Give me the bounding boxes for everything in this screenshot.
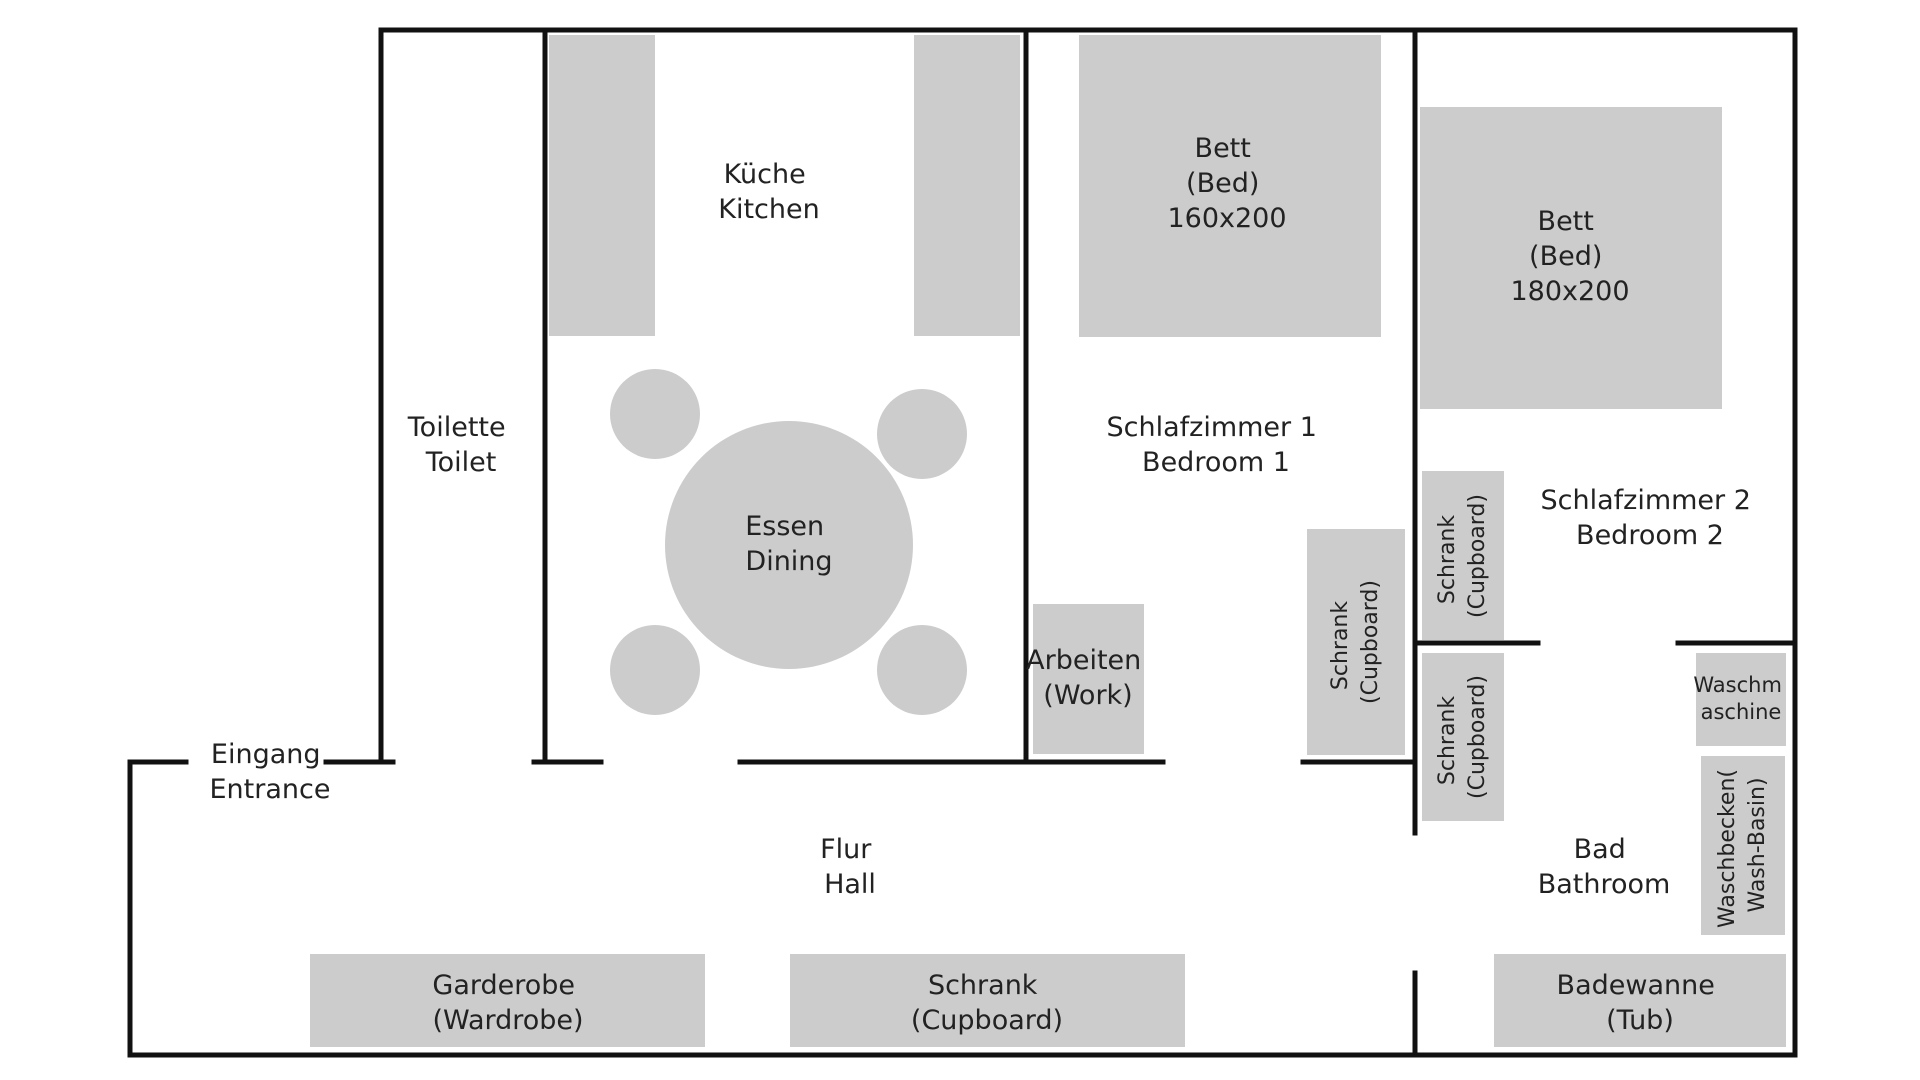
cupboard-bedroom2-label: Schrank (Cupboard) [1435, 494, 1490, 618]
bathtub-label: Badewanne (Tub) [1557, 970, 1724, 1036]
cupboard-bedroom1 [1307, 529, 1405, 755]
bed-bedroom1 [1079, 35, 1381, 337]
cupboard-bedroom2 [1422, 471, 1504, 640]
bed-bedroom2 [1420, 107, 1722, 409]
bed-label-de: Bett [1538, 206, 1594, 237]
room-label-bathroom: Bad Bathroom [1538, 834, 1671, 900]
kitchen-counter-left [549, 35, 655, 336]
room-label-entrance: Eingang Entrance [210, 739, 331, 805]
room-name-en: Kitchen [718, 194, 819, 225]
work-desk [1033, 604, 1144, 754]
bathtub [1494, 954, 1786, 1047]
wash-basin-label: Waschbecken( Wash-Basin) [1715, 762, 1770, 928]
outer-wall [127, 27, 1798, 1058]
room-name-en: Hall [824, 869, 876, 900]
labels-layer: Küche Kitchen Toilette Toilet Essen Dini… [210, 133, 1788, 1036]
dining-chair [610, 369, 700, 459]
cupboard-bedroom1-label: Schrank (Cupboard) [1328, 580, 1383, 704]
work-label-en: (Work) [1043, 680, 1132, 711]
furniture-layer [310, 35, 1786, 1047]
room-name-en: Bedroom 2 [1576, 520, 1724, 551]
dining-chair [877, 389, 967, 479]
room-label-kitchen: Küche Kitchen [718, 159, 819, 225]
cupboard-label-en: (Cupboard) [1358, 580, 1383, 704]
cupboard-label-en: (Cupboard) [1465, 494, 1490, 618]
hall-cupboard [790, 954, 1185, 1047]
washing-machine [1696, 653, 1786, 746]
work-label-de: Arbeiten [1026, 645, 1141, 676]
kitchen-counter-right [914, 35, 1020, 336]
room-name-de: Bad [1574, 834, 1626, 865]
cupboard-label-de: Schrank [1328, 601, 1353, 690]
washing-machine-line1: Waschm [1693, 673, 1782, 697]
room-name-de: Eingang [211, 739, 321, 770]
hall-cupboard-label: Schrank (Cupboard) [911, 970, 1063, 1036]
bed-label-de: Bett [1195, 133, 1251, 164]
room-label-toilet: Toilette Toilet [407, 412, 514, 478]
room-name-en: Dining [745, 546, 832, 577]
cupboard-bathroom-label: Schrank (Cupboard) [1435, 675, 1490, 799]
room-name-de: Küche [724, 159, 806, 190]
room-label-bedroom1: Schlafzimmer 1 Bedroom 1 [1107, 412, 1326, 478]
dining-chair [877, 625, 967, 715]
cupboard-label-en: (Cupboard) [1465, 675, 1490, 799]
room-label-dining: Essen Dining [745, 511, 833, 577]
room-name-en: Toilet [425, 447, 497, 478]
dining-chair [610, 625, 700, 715]
work-desk-label: Arbeiten (Work) [1026, 645, 1150, 711]
room-name-en: Bathroom [1538, 869, 1671, 900]
bed-size: 160x200 [1167, 203, 1286, 234]
bed2-label: Bett (Bed) 180x200 [1510, 206, 1629, 307]
room-name-de: Schlafzimmer 1 [1107, 412, 1317, 443]
bed-label-en: (Bed) [1529, 241, 1602, 272]
cupboard-label-de: Schrank [1435, 696, 1460, 785]
bed1-label: Bett (Bed) 160x200 [1167, 133, 1286, 234]
walls-layer [127, 27, 1798, 1058]
bed-size: 180x200 [1510, 276, 1629, 307]
tub-label-en: (Tub) [1606, 1005, 1674, 1036]
room-label-bedroom2: Schlafzimmer 2 Bedroom 2 [1541, 485, 1760, 551]
wardrobe-label-en: (Wardrobe) [432, 1005, 583, 1036]
room-name-de: Toilette [407, 412, 506, 443]
cupboard-label-en: (Cupboard) [911, 1005, 1063, 1036]
cupboard-label-de: Schrank [1435, 515, 1460, 604]
cupboard-label-de: Schrank [928, 970, 1038, 1001]
room-name-de: Flur [820, 834, 872, 865]
bed-label-en: (Bed) [1186, 168, 1259, 199]
washing-machine-label: Waschm aschine [1693, 673, 1788, 724]
wash-basin [1701, 756, 1785, 935]
wardrobe [310, 954, 705, 1047]
wash-basin-label-de: Waschbecken( [1715, 769, 1740, 928]
wardrobe-label-de: Garderobe [432, 970, 575, 1001]
room-name-en: Entrance [210, 774, 331, 805]
room-name-en: Bedroom 1 [1142, 447, 1290, 478]
room-name-de: Essen [745, 511, 824, 542]
wardrobe-label: Garderobe (Wardrobe) [432, 970, 583, 1036]
washing-machine-line2: aschine [1701, 700, 1782, 724]
room-name-de: Schlafzimmer 2 [1541, 485, 1751, 516]
wash-basin-label-en: Wash-Basin) [1745, 777, 1770, 912]
dining-table [665, 421, 913, 669]
tub-label-de: Badewanne [1557, 970, 1715, 1001]
cupboard-bathroom [1422, 653, 1504, 821]
room-label-hall: Flur Hall [820, 834, 880, 900]
